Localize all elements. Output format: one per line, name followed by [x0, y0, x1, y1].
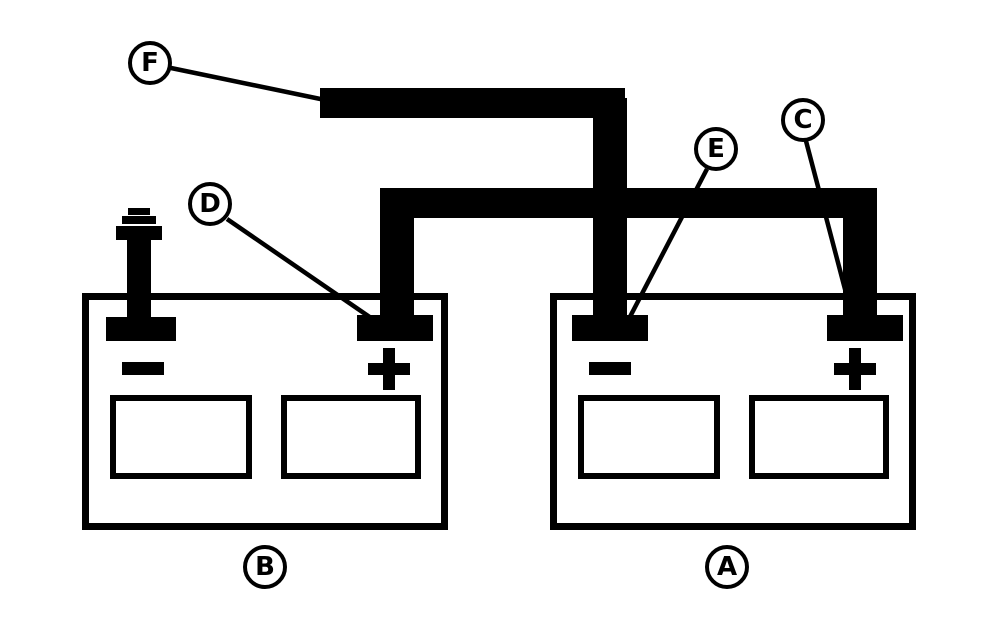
- callout-e-label: E: [707, 134, 725, 164]
- leader-line-c: [803, 140, 859, 332]
- leader-line-d: [225, 217, 392, 333]
- battery-b-label: B: [255, 552, 275, 582]
- callout-d: D: [188, 182, 232, 226]
- callout-e: E: [694, 127, 738, 171]
- terminal-b-negative-ridge-small: [128, 208, 150, 215]
- battery-b-cell-1: [110, 395, 252, 479]
- leader-line-e: [619, 167, 709, 336]
- callout-battery-a: A: [705, 545, 749, 589]
- terminal-b-negative-ridge-large: [116, 226, 162, 240]
- terminal-b-negative-post: [127, 240, 151, 322]
- cable-f-horizontal: [320, 88, 625, 118]
- callout-battery-b: B: [243, 545, 287, 589]
- battery-a-label: A: [716, 552, 738, 582]
- battery-a-negative-symbol: [589, 362, 631, 375]
- battery-a-cell-2: [749, 395, 889, 479]
- callout-d-label: D: [199, 189, 221, 219]
- callout-f: F: [128, 41, 172, 85]
- cable-link-vertical-to-b-positive: [380, 198, 414, 323]
- callout-f-label: F: [141, 48, 159, 78]
- battery-a-positive-symbol: [834, 348, 876, 390]
- terminal-a-positive: [827, 315, 903, 341]
- cable-link-horizontal: [380, 188, 877, 218]
- leader-line-f: [170, 65, 331, 104]
- terminal-a-negative: [572, 315, 648, 341]
- battery-b-cell-2: [281, 395, 421, 479]
- callout-c-label: C: [793, 105, 813, 135]
- battery-b-positive-symbol: [368, 348, 410, 390]
- terminal-b-negative-ridge-medium: [122, 216, 156, 224]
- battery-a-cell-1: [578, 395, 720, 479]
- callout-c: C: [781, 98, 825, 142]
- battery-b-negative-symbol: [122, 362, 164, 375]
